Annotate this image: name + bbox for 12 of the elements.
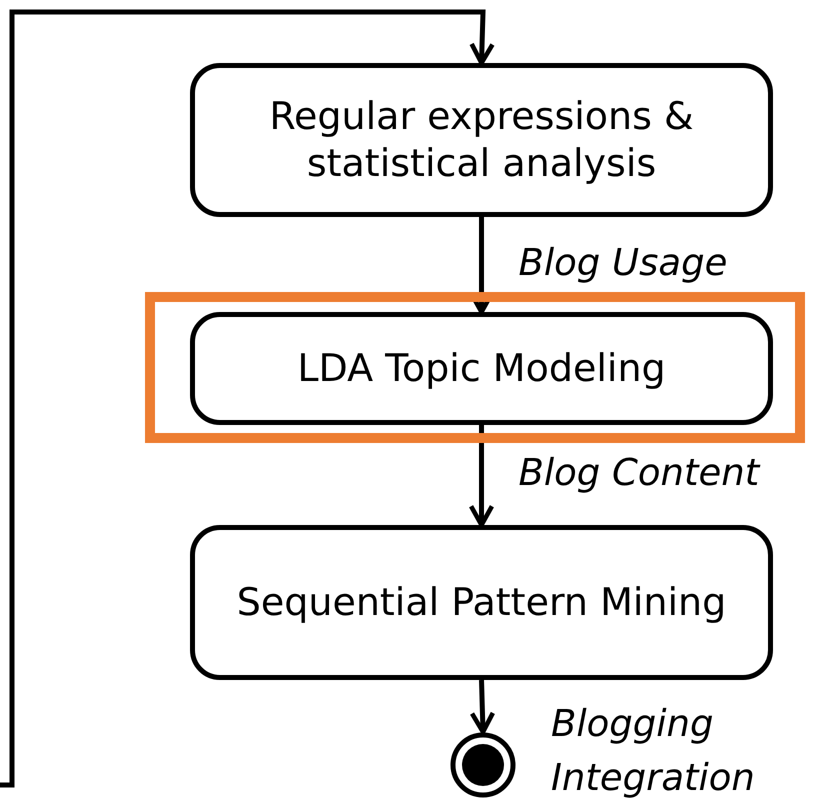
end-label: Blogging Integration xyxy=(551,701,756,801)
node-label: Regular expressions & statistical analysis xyxy=(268,92,695,187)
arrow xyxy=(470,680,496,734)
arrow xyxy=(468,425,494,528)
node-label: Sequential Pattern Mining xyxy=(236,578,728,626)
end-node-icon xyxy=(450,732,516,798)
node-label: LDA Topic Modeling xyxy=(296,344,667,392)
arrow xyxy=(0,10,495,788)
process-box xyxy=(190,312,773,425)
process-box xyxy=(190,525,773,680)
process-box xyxy=(190,63,773,217)
highlight-frame xyxy=(145,292,805,443)
